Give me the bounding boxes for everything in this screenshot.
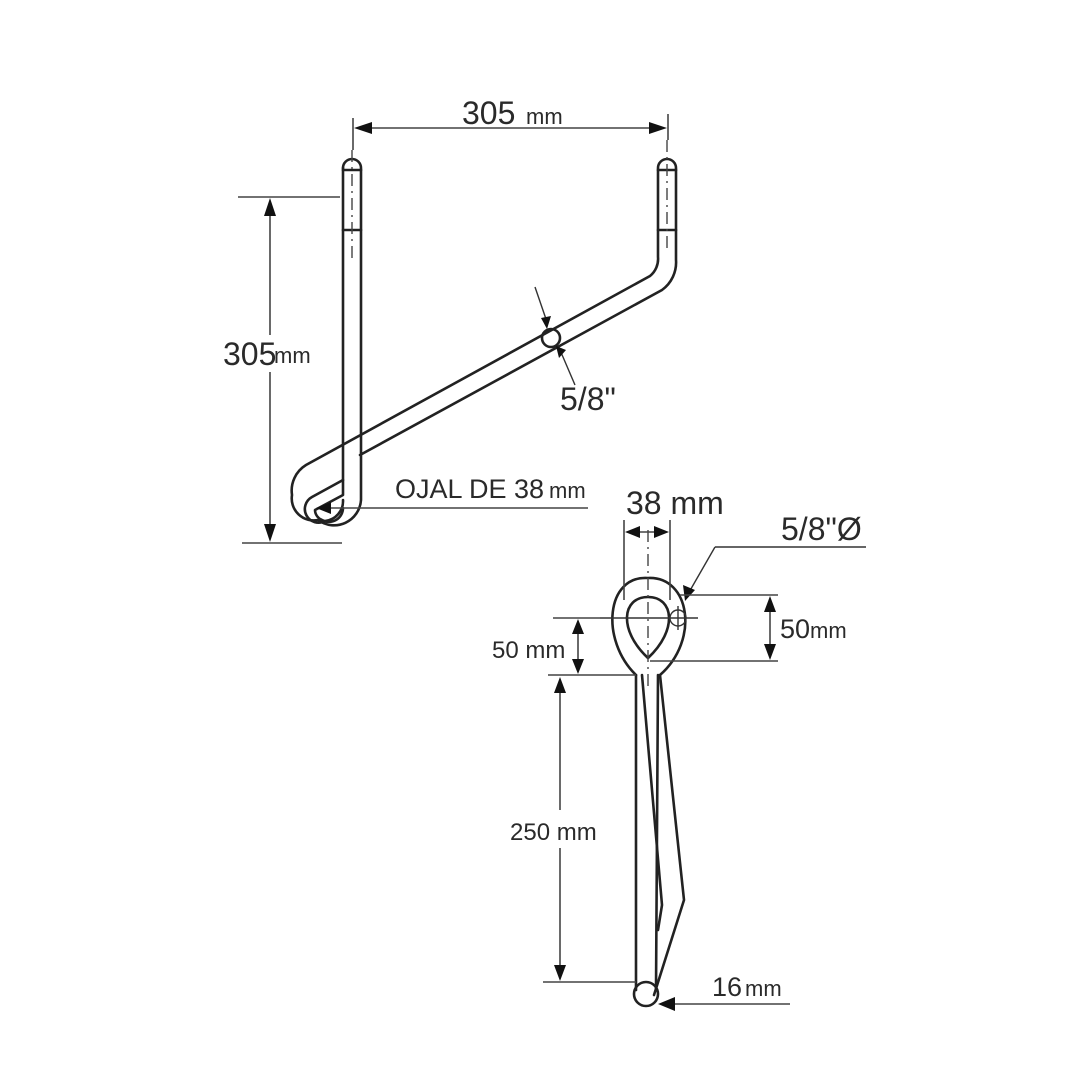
bar-diameter-label: 5/8"	[560, 381, 616, 417]
rod-diameter-unit: mm	[745, 976, 782, 1001]
height-dimension: 305 mm	[223, 196, 342, 544]
shank-length-dimension: 250 mm	[510, 677, 636, 983]
side-bar-diameter-label: 5/8"Ø	[781, 511, 862, 547]
left-leg	[290, 157, 678, 527]
eye-height-right-dimension: 50 mm	[650, 594, 847, 662]
eye-label-unit: mm	[549, 478, 586, 503]
height-unit: mm	[274, 343, 311, 368]
eye-height-left-label: 50 mm	[492, 637, 565, 664]
eye-callout: OJAL DE 38 mm	[316, 474, 588, 514]
height-value: 305	[223, 336, 276, 372]
eye-width-label: 38 mm	[626, 485, 724, 521]
eye-height-right-unit: mm	[810, 618, 847, 643]
bar-diameter-callout: 5/8"Ø	[683, 511, 866, 601]
eye-width-dimension: 38 mm	[623, 485, 724, 600]
shank-length-label: 250 mm	[510, 819, 597, 846]
rod-diameter-callout: 16 mm	[658, 972, 790, 1011]
eye-height-right-value: 50	[780, 614, 810, 644]
width-dimension: 305 mm	[352, 95, 669, 150]
eye-height-left-dimension: 50 mm	[492, 617, 636, 676]
rod-diameter-value: 16	[712, 972, 742, 1002]
width-value: 305	[462, 95, 515, 131]
eye-label-text: OJAL DE 38	[395, 474, 544, 504]
top-anchor-bolt	[290, 140, 678, 527]
width-unit: mm	[526, 104, 563, 129]
section-circle	[540, 327, 562, 349]
side-view-bolt	[600, 530, 698, 1008]
